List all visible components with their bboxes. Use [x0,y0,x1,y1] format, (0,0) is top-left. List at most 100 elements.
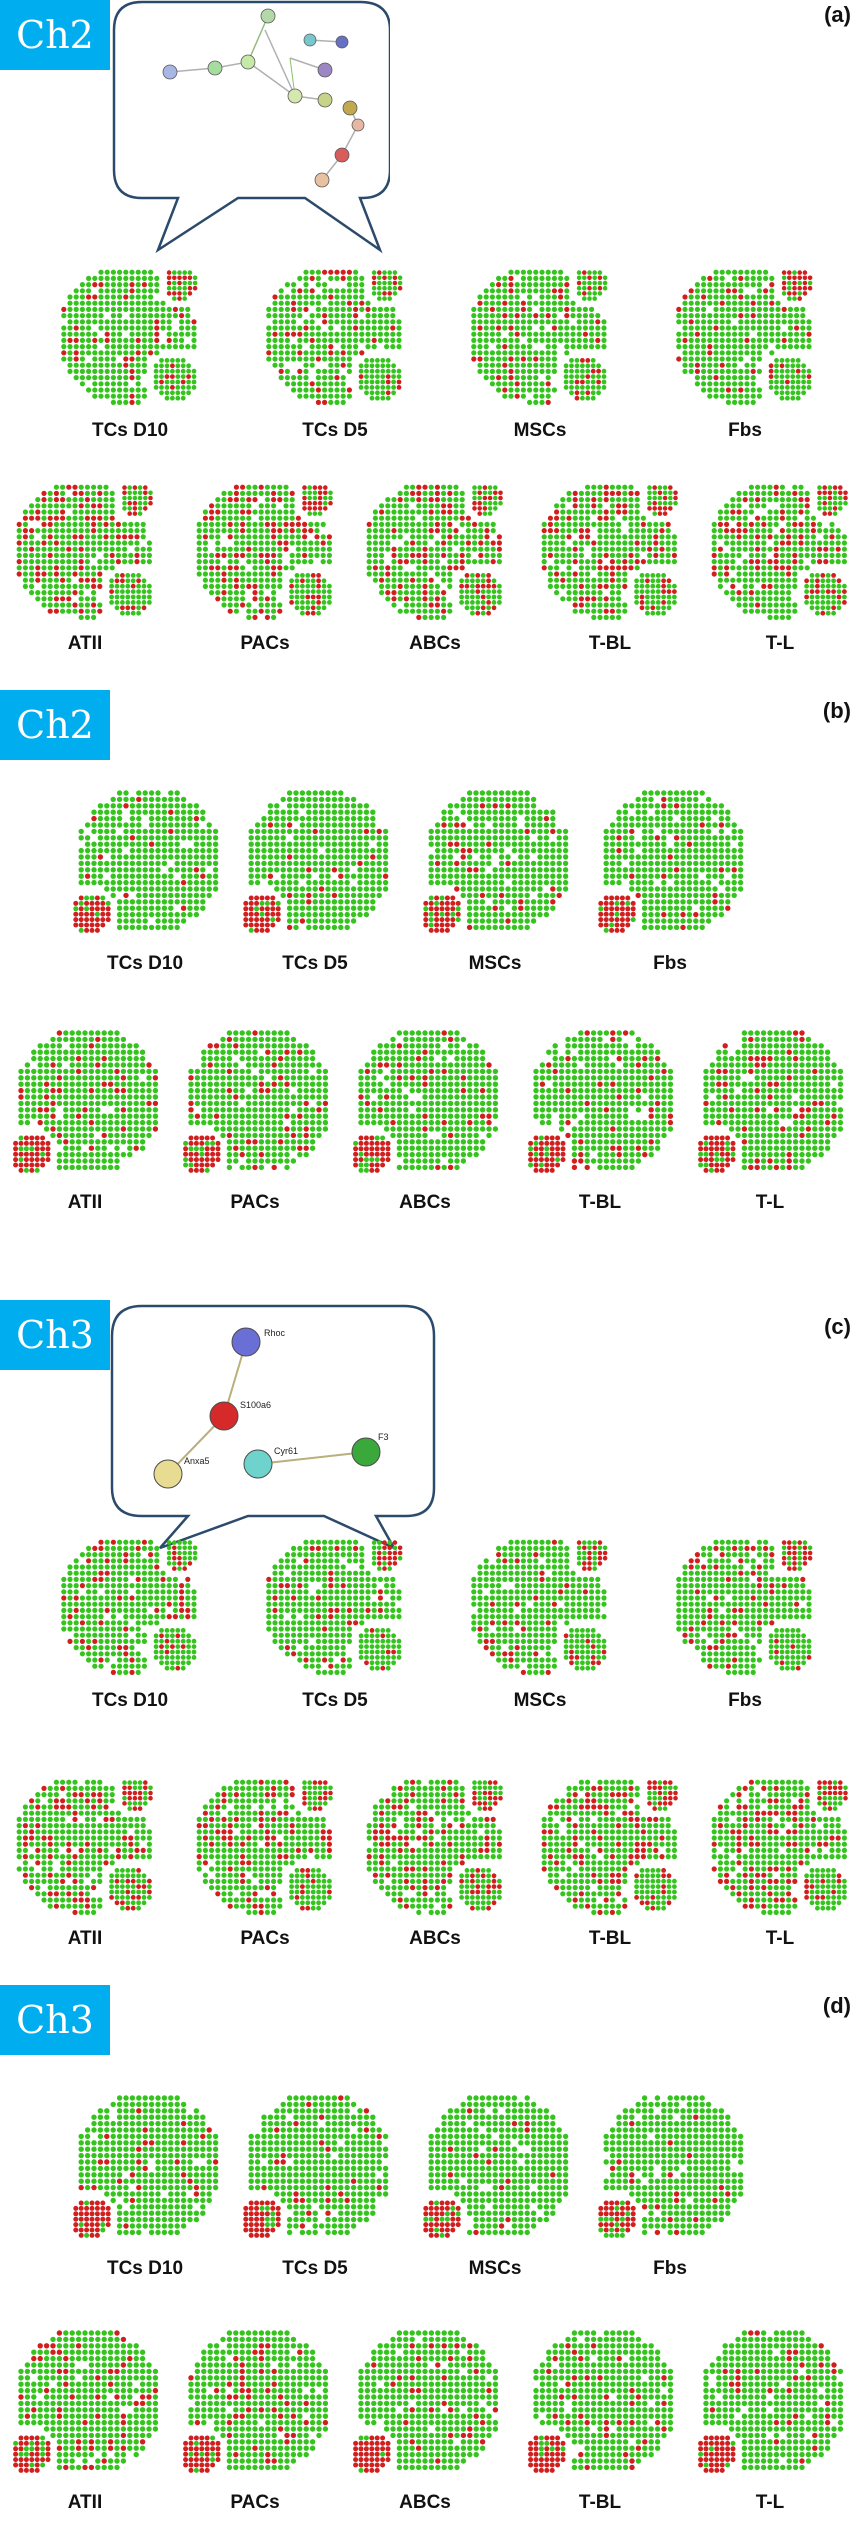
gene-dot-grid [183,1030,329,1173]
cell-type-label: MSCs [513,1690,567,1711]
network-grid-panel [345,1025,505,1185]
chromosome-chip: Ch3 [0,1300,110,1370]
gene-dot-grid [366,1779,503,1915]
gene-dot-grid [598,2095,744,2238]
gene-dot-grid [471,269,608,405]
gene-dot-grid [16,1779,153,1915]
cell-type-label: ATII [67,1928,103,1949]
cell-type-label: T-L [765,633,795,654]
gene-dot-grid [266,269,403,405]
gene-dot-grid [73,790,219,933]
network-grid-panel [45,260,215,410]
panel-letter: (c) [824,1314,851,1339]
network-grid-panel [360,475,510,625]
network-grid-panel [345,2325,505,2485]
gene-dot-grid [471,1539,608,1675]
cell-type-label: T-L [765,1928,795,1949]
panel-letter: (d) [822,1993,851,2018]
gene-dot-grid [541,1779,678,1915]
network-grid-panel [520,2325,680,2485]
network-grid-panel [190,1770,340,1920]
gene-dot-grid [16,484,153,620]
panel-letter: (b) [822,698,851,723]
cell-type-label: PACs [230,1192,280,1213]
cell-type-label: PACs [240,633,290,654]
network-grid-panel [175,1025,335,1185]
network-grid-panel [175,2325,335,2485]
network-grid-panel [230,2090,400,2250]
cell-type-label: TCs D10 [106,2258,184,2279]
network-grid-panel [230,785,400,945]
cell-type-label: ATII [67,633,103,654]
network-grid-panel [250,260,420,410]
cell-type-label: TCs D10 [91,1690,169,1711]
gene-dot-grid [698,1030,844,1173]
network-grid-panel [10,1770,160,1920]
cell-type-label: ABCs [409,1928,461,1949]
gene-dot-grid [528,2330,674,2473]
network-grid-panel [690,2325,850,2485]
panel-letter: (a) [824,2,851,27]
gene-dot-grid [711,484,848,620]
network-node-label: Anxa5 [184,1456,210,1466]
network-grid-panel [585,785,755,945]
gene-dot-grid [196,1779,333,1915]
cell-type-label: PACs [230,2492,280,2513]
network-node-label: Cyr61 [274,1446,298,1456]
network-grid-panel [60,785,230,945]
cell-type-label: TCs D5 [302,420,368,441]
network-callout [110,0,392,260]
gene-dot-grid [13,2330,159,2473]
network-grid-panel [5,1025,165,1185]
network-grid-panel [455,1530,625,1680]
network-grid-panel [535,1770,685,1920]
cell-type-label: TCs D5 [282,953,348,974]
gene-dot-grid [61,1539,198,1675]
network-grid-panel [455,260,625,410]
gene-dot-grid [366,484,503,620]
cell-type-label: MSCs [513,420,567,441]
cell-type-label: Fbs [653,2258,687,2279]
cell-type-label: T-L [755,2492,785,2513]
network-grid-panel [5,2325,165,2485]
chromosome-chip: Ch3 [0,1985,110,2055]
network-grid-panel [410,2090,580,2250]
cell-type-label: T-BL [578,1192,622,1213]
gene-dot-grid [598,790,744,933]
network-grid-panel [60,2090,230,2250]
network-grid-panel [520,1025,680,1185]
gene-dot-grid [698,2330,844,2473]
network-grid-panel [660,1530,830,1680]
gene-dot-grid [196,484,333,620]
network-node-label: Rhoc [264,1328,286,1338]
network-grid-panel [190,475,340,625]
cell-type-label: TCs D10 [106,953,184,974]
network-grid-panel [410,785,580,945]
gene-dot-grid [73,2095,219,2238]
network-grid-panel [705,475,855,625]
cell-type-label: TCs D10 [91,420,169,441]
cell-type-label: TCs D5 [282,2258,348,2279]
gene-dot-grid [183,2330,329,2473]
network-callout-svg [112,0,392,254]
cell-type-label: T-L [755,1192,785,1213]
cell-type-label: MSCs [468,953,522,974]
section-a: Ch2 (a) [0,0,861,654]
cell-type-label: Fbs [728,420,762,441]
network-node-label: S100a6 [240,1400,271,1410]
network-grid-panel [250,1530,420,1680]
network-grid-panel [705,1770,855,1920]
gene-dot-grid [266,1539,403,1675]
gene-dot-grid [353,2330,499,2473]
network-grid-panel [585,2090,755,2250]
gene-dot-grid [423,790,569,933]
gene-dot-grid [711,1779,848,1915]
network-node-label: F3 [378,1432,389,1442]
cell-type-label: T-BL [578,2492,622,2513]
network-grid-panel [660,260,830,410]
cell-type-label: TCs D5 [302,1690,368,1711]
cell-type-label: T-BL [588,1928,632,1949]
chromosome-chip: Ch2 [0,690,110,760]
